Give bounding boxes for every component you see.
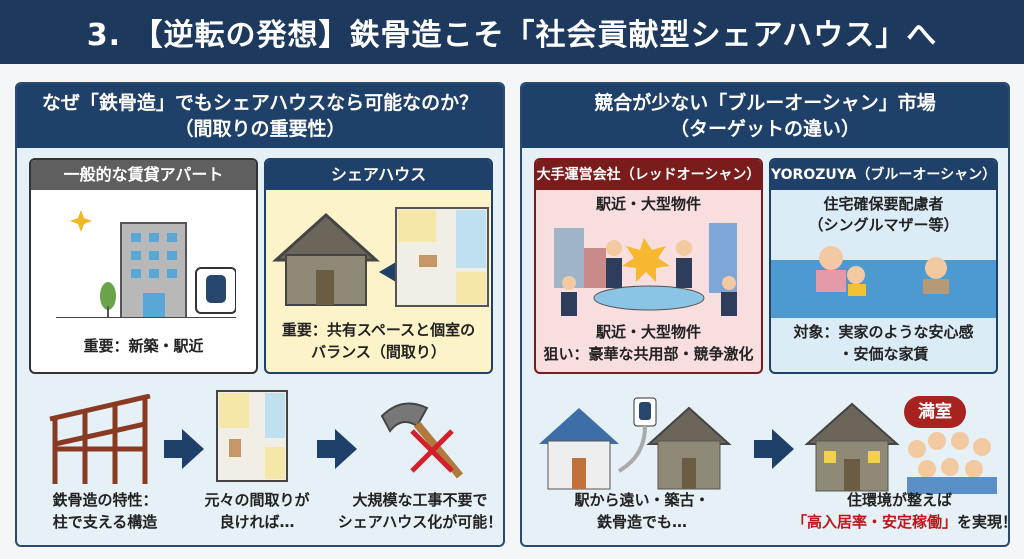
- steel-frame-icon: [49, 394, 151, 484]
- card-text-2: バランス（間取り）: [311, 343, 446, 361]
- caption-line: シェアハウス化が可能！: [337, 513, 503, 531]
- card-text-1: 重要：共有スペースと個室の: [281, 321, 476, 339]
- caption-line: 柱で支える構造: [52, 513, 158, 531]
- caption-line: 鉄骨造でも…: [596, 513, 687, 531]
- right-panel: 競合が少ない「ブルーオーシャン」市場 （ターゲットの違い） 大手運営会社（レッド…: [520, 82, 1010, 547]
- card-title: 一般的な賃貸アパート: [31, 160, 256, 190]
- card-text-2: 狙い：豪華な共用部・競争激化: [543, 345, 754, 363]
- caption-line: 良ければ…: [219, 513, 295, 531]
- card-text-1: 駅近・大型物件: [595, 323, 701, 341]
- card-text: 重要：新築・駅近: [83, 337, 204, 355]
- arrow-icon: [317, 429, 357, 469]
- arrow-icon: [164, 429, 204, 469]
- right-subheading: （ターゲットの違い）: [669, 118, 860, 140]
- step2-caption: 元々の間取りが良ければ…: [187, 489, 327, 533]
- caption-line: 駅から遠い・築古・: [574, 491, 710, 509]
- card-title: YOROZUYA（ブルーオーシャン）: [771, 160, 996, 190]
- right-heading: 競合が少ない「ブルーオーシャン」市場: [594, 92, 936, 114]
- competition-businessmen-icon: [554, 223, 737, 316]
- blue-ocean-family-icon: [771, 246, 996, 318]
- card-title: シェアハウス: [266, 160, 491, 190]
- card-text-2: ・安価な家賃: [838, 345, 929, 363]
- card-blue-ocean: YOROZUYA（ブルーオーシャン） 住宅確保要配慮者 （シングルマザー等） 対…: [769, 158, 998, 374]
- apartment-building-icon: [56, 210, 236, 318]
- before-caption: 駅から遠い・築古・鉄骨造でも…: [562, 489, 722, 533]
- caption-line: 鉄骨造の特性：: [52, 491, 158, 509]
- page-title: 3. 【逆転の発想】鉄骨造こそ「社会貢献型シェアハウス」へ: [0, 0, 1024, 64]
- caption-highlight: 「高入居率・安定稼働」: [792, 513, 958, 531]
- left-heading: なぜ「鉄骨造」でもシェアハウスなら可能なのか？: [41, 92, 479, 114]
- left-panel-header: なぜ「鉄骨造」でもシェアハウスなら可能なのか？ （間取りの重要性）: [17, 84, 503, 148]
- left-subheading: （間取りの重要性）: [174, 118, 346, 140]
- arrow-icon: [754, 429, 794, 469]
- card-red-ocean: 大手運営会社（レッドオーシャン） 駅近・大型物件 駅近・大型物件 狙い：豪華な共…: [534, 158, 763, 374]
- right-panel-header: 競合が少ない「ブルーオーシャン」市場 （ターゲットの違い）: [522, 84, 1008, 148]
- card-top-text-2: （シングルマザー等）: [808, 216, 959, 234]
- caption-line: 元々の間取りが: [204, 491, 310, 509]
- card-general-apartment: 一般的な賃貸アパート 重要：新築・駅近: [29, 158, 258, 374]
- old-house-floorplan-icon: [272, 207, 489, 307]
- full-occupancy-house-icon: [804, 402, 997, 494]
- card-top-text-1: 住宅確保要配慮者: [823, 195, 944, 213]
- caption-suffix: を実現！: [957, 513, 1008, 531]
- after-caption: 住環境が整えば「高入居率・安定稼働」を実現！: [792, 489, 1008, 533]
- caption-line: 住環境が整えば: [846, 491, 952, 509]
- card-sharehouse: シェアハウス 重要：共有スペースと個室の バランス（間取り）: [264, 158, 493, 374]
- card-top-text: 駅近・大型物件: [595, 195, 701, 213]
- floorplan-icon: [216, 390, 288, 482]
- card-title: 大手運営会社（レッドオーシャン）: [536, 160, 761, 190]
- full-occupancy-badge: 満室: [904, 396, 966, 428]
- card-text-1: 対象：実家のような安心感: [793, 323, 974, 341]
- caption-line: 大規模な工事不要で: [352, 491, 488, 509]
- step1-caption: 鉄骨造の特性： 柱で支える構造: [35, 489, 175, 533]
- houses-station-icon: [539, 397, 732, 490]
- left-panel: なぜ「鉄骨造」でもシェアハウスなら可能なのか？ （間取りの重要性） 一般的な賃貸…: [15, 82, 505, 547]
- step3-caption: 大規模な工事不要でシェアハウス化が可能！: [335, 489, 503, 533]
- hammer-crossed-icon: [380, 402, 464, 479]
